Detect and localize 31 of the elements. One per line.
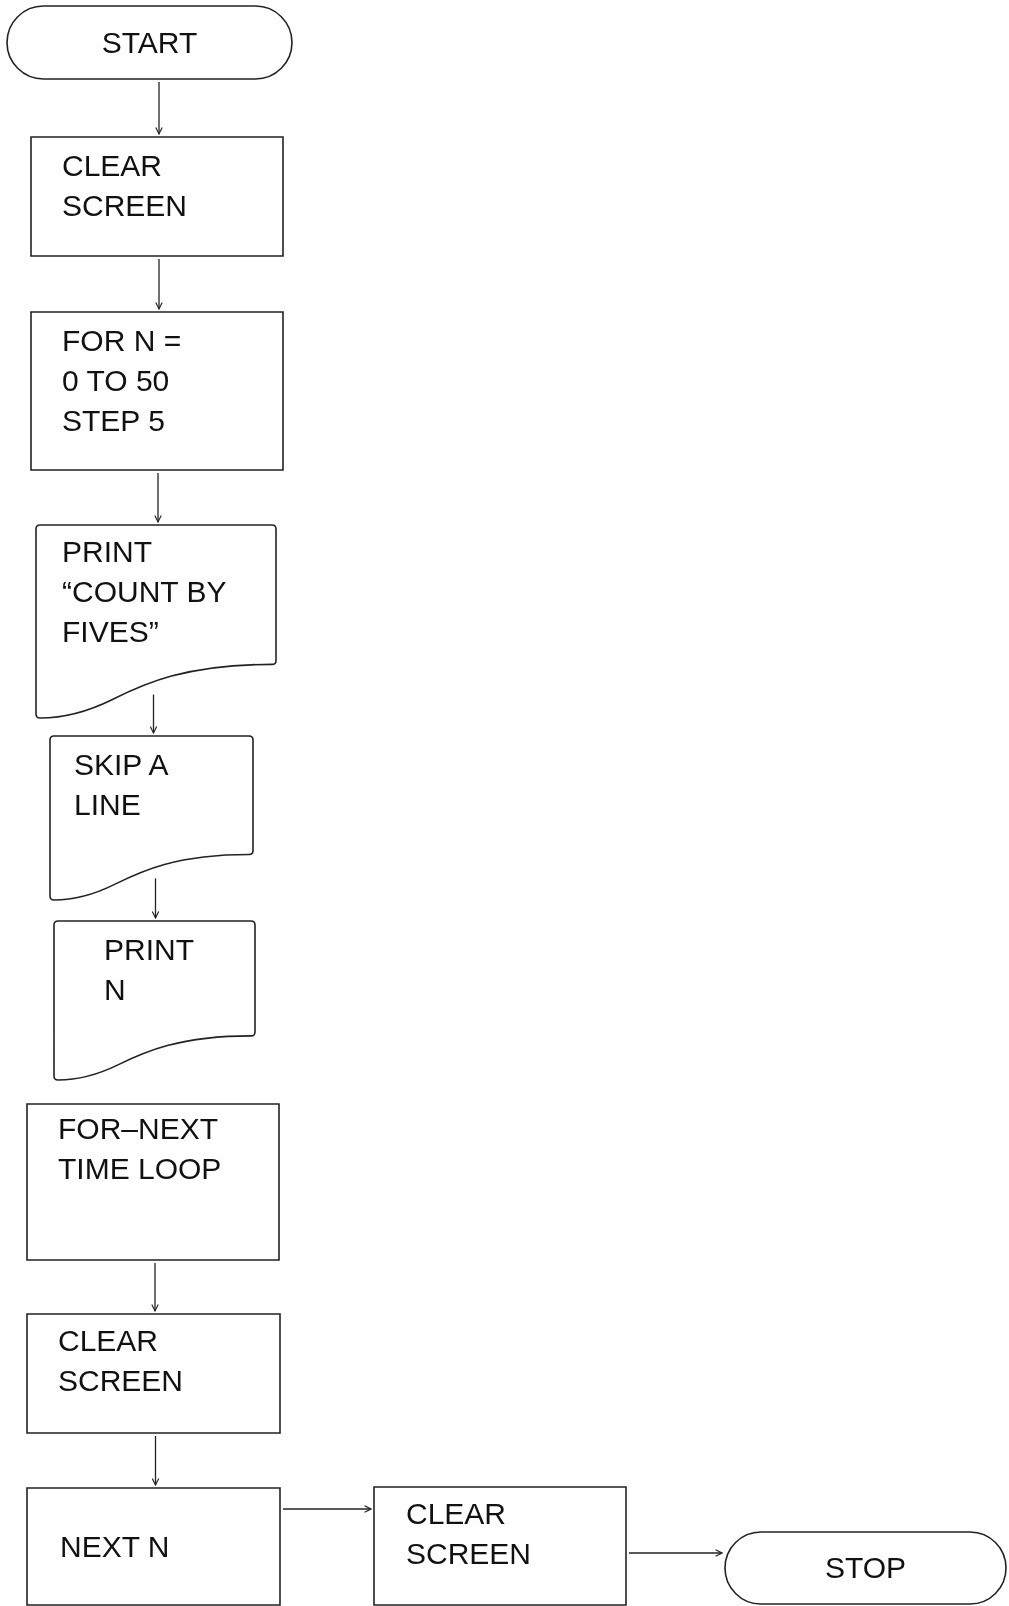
step-text: FOR–NEXT TIME LOOP [58,1111,223,1187]
step-text: CLEAR SCREEN [58,1323,185,1399]
arrow [282,1505,372,1513]
arrow [155,81,163,135]
arrow [151,1262,159,1312]
process-box [26,1487,281,1606]
arrow [154,472,162,523]
arrow [151,1435,160,1486]
process-box [30,136,284,257]
process-box [26,1103,280,1261]
document-shape [49,735,254,901]
terminal-shape [724,1531,1007,1605]
arrow [628,1549,723,1557]
document-shape [53,920,256,1081]
process-box [373,1486,627,1606]
arrow [151,877,160,919]
arrow [149,693,158,734]
step-text: STOP [824,1550,907,1586]
step-text: FOR N = 0 TO 50 STEP 5 [62,323,183,439]
step-text: NEXT N [60,1528,170,1565]
step-text: START [101,24,198,61]
process-box [26,1313,281,1434]
step-text: CLEAR SCREEN [62,148,189,224]
step-text: PRINT “COUNT BY FIVES” [62,534,227,650]
terminal-shape [6,5,293,80]
step-text: CLEAR SCREEN [406,1496,533,1572]
step-text: PRINT N [104,932,195,1008]
step-text: SKIP A LINE [74,747,169,823]
process-box [30,311,284,471]
arrow [155,258,163,310]
document-shape [35,524,277,719]
